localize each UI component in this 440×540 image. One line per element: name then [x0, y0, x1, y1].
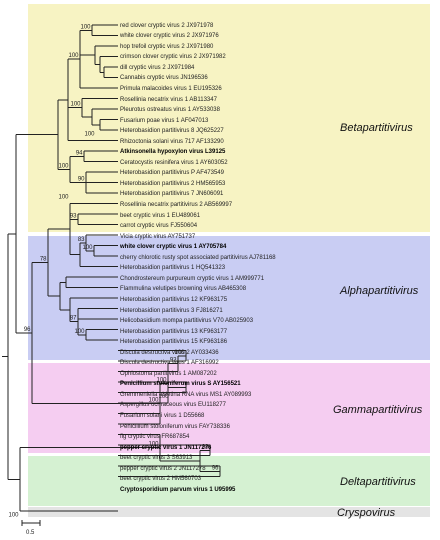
bootstrap-value: 100	[148, 442, 159, 448]
taxon-label: Chondrostereum purpureum cryptic virus 1…	[120, 276, 265, 282]
taxon-labels-layer: red clover cryptic virus 2 JX971978 whit…	[119, 23, 276, 493]
bootstrap-value: 100	[84, 132, 95, 138]
clade-name-alphapartitivirus: Alphapartitivirus	[339, 285, 419, 297]
clade-panels-layer	[28, 4, 430, 517]
taxon-label: Discula destructiva virus 1 AF316992	[120, 360, 219, 366]
bootstrap-value: 100	[58, 195, 69, 201]
bootstrap-value: 100	[156, 377, 167, 383]
clade-name-betapartitivirus: Betapartitivirus	[340, 122, 413, 134]
scale-bar: 0.5	[21, 520, 41, 536]
taxon-label: Aspergillus ochraceous virus EU118277	[120, 402, 227, 408]
bootstrap-value: 100	[74, 329, 85, 335]
taxon-label: Cryptosporidium parvum virus 1 U95995	[120, 487, 236, 493]
bootstrap-value: 96	[24, 327, 31, 333]
scale-bar-label: 0.5	[26, 530, 35, 536]
taxon-label: Rosellinia necatrix partitivirus 2 AB569…	[120, 202, 233, 208]
taxon-label: Atkinsonella hypoxylon virus L39125	[120, 149, 226, 155]
taxon-label: crimson clover cryptic virus 2 JX971982	[120, 54, 226, 60]
taxon-label: Heterobasidion partitivirus 1 HQ541323	[120, 265, 226, 271]
taxon-label: Discula destructiva virus 2 AY033436	[120, 350, 219, 356]
taxon-label: Pleurotus ostreatus virus 1 AY533038	[120, 107, 221, 113]
bootstrap-value: 96	[212, 465, 219, 471]
taxon-label: Vicia cryptic virus AY751737	[120, 234, 196, 240]
taxon-label: Primula malacoides virus 1 EU195326	[120, 86, 222, 92]
bootstrap-value: 100	[58, 163, 69, 169]
clade-panel-gammapartitivirus	[28, 363, 430, 453]
taxon-label: Helicobasidium mompa partitivirus V70 AB…	[120, 318, 254, 324]
taxon-label: Heterobasidion partitivirus 15 KF963186	[120, 339, 228, 345]
taxon-label: Heterobasidion partitivirus 8 JQ625227	[120, 128, 224, 134]
bootstrap-value: 100	[0, 0, 1, 2]
bootstrap-value: 100	[80, 24, 91, 30]
taxon-label: Flammulina velutipes browning virus AB46…	[120, 286, 247, 292]
bootstrap-value: 92	[170, 358, 177, 364]
bootstrap-value: 93	[70, 213, 77, 219]
taxon-label: Heterobasidion partitivirus 13 KF963177	[120, 329, 228, 335]
bootstrap-value: 100	[70, 102, 81, 108]
taxon-label: Heterobasidion partitivirus 2 HM565953	[120, 181, 226, 187]
taxon-label: beet cryptic virus 2 HM560703	[120, 476, 202, 482]
bootstrap-value: 87	[70, 316, 77, 322]
bootstrap-value: 94	[76, 150, 83, 156]
tree-branches-layer	[2, 24, 221, 512]
taxon-label: white clover cryptic virus 1 AY705784	[119, 244, 227, 250]
bootstrap-value: 100	[158, 394, 169, 400]
bootstrap-value: 100	[82, 245, 93, 251]
bootstrap-value: 100	[8, 513, 19, 519]
bootstrap-labels-layer: 100 100 100 100 94 100 90 93 83 100 96 7…	[0, 0, 219, 519]
bootstrap-value: 100	[174, 350, 185, 356]
taxon-label: Heterobasidion partitivirus 12 KF963175	[120, 297, 228, 303]
taxon-label: red clover cryptic virus 2 JX971978	[120, 23, 214, 29]
bootstrap-value: 100	[68, 53, 79, 59]
taxon-label: Heterobasidion partitivirus P AF473549	[120, 170, 225, 176]
clade-names-layer: Betapartitivirus Alphapartitivirus Gamma…	[333, 122, 423, 519]
clade-name-gammapartitivirus: Gammapartitivirus	[333, 404, 423, 416]
taxon-label: pepper cryptic virus 2 JN117278	[120, 466, 206, 472]
taxon-label: Heterobasidion partitivirus 7 JN606091	[120, 191, 224, 197]
taxon-label: Rosellinia necatrix virus 1 AB113347	[120, 97, 218, 103]
bootstrap-value: 98	[202, 444, 209, 450]
bootstrap-value: 90	[78, 177, 85, 183]
taxon-label: Ophiostoma partitivirus 1 AM087202	[120, 371, 217, 377]
taxon-label: beet cryptic virus 3 S63913	[120, 455, 193, 461]
clade-panel-cryspovirus	[28, 507, 430, 517]
taxon-label: fig cryptic virus FR687854	[120, 434, 190, 440]
taxon-label: Ceratocystis resinifera virus 1 AY603052	[120, 160, 228, 166]
taxon-label: Gremmeniella abietina RNA virus MS1 AY08…	[120, 392, 252, 398]
taxon-label: Heterobasidion partitivirus 3 FJ816271	[120, 308, 223, 314]
clade-panel-betapartitivirus	[28, 4, 430, 232]
taxon-label: white clover cryptic virus 2 JX971976	[119, 33, 219, 39]
taxon-label: cherry chlorotic rusty spot associated p…	[120, 255, 276, 261]
clade-name-deltapartitivirus: Deltapartitivirus	[340, 476, 416, 488]
taxon-label: hop trefoil cryptic virus 2 JX971980	[120, 44, 214, 50]
clade-panel-deltapartitivirus	[28, 456, 430, 506]
bootstrap-value: 78	[40, 257, 47, 263]
clade-name-cryspovirus: Cryspovirus	[337, 507, 396, 519]
taxon-label: Fusarium poae virus 1 AF047013	[120, 118, 209, 124]
taxon-label: Fusarium solani virus 1 D55668	[120, 413, 205, 419]
bootstrap-value: 100	[148, 398, 159, 404]
taxon-label: carrot cryptic virus FJ550604	[120, 223, 198, 229]
taxon-label: Penicillium stoloniferum virus S AY15652…	[120, 381, 241, 387]
taxon-label: Rhizoctonia solani virus 717 AF133290	[120, 139, 224, 145]
taxon-label: beet cryptic virus 1 EU489061	[120, 213, 201, 219]
taxon-label: dill cryptic virus 2 JX971984	[120, 65, 195, 71]
taxon-label: Penicillium stoloniferum virus FAY738336	[120, 424, 231, 430]
taxon-label: pepper cryptic virus 1 JN117276	[120, 445, 212, 451]
taxon-label: Cannabis cryptic virus JN196536	[120, 75, 208, 81]
bootstrap-value: 83	[78, 237, 85, 243]
